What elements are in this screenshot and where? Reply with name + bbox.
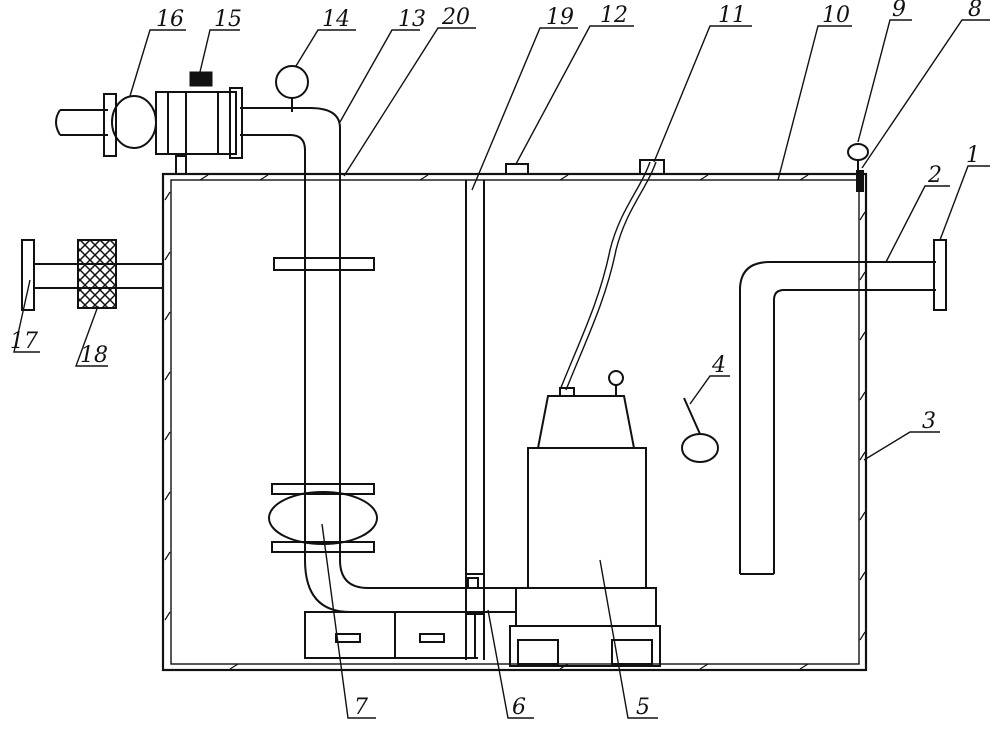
label-6: 6 xyxy=(512,695,526,720)
part-9-lifting-ring xyxy=(847,143,869,161)
label-13: 13 xyxy=(398,7,426,32)
label-16: 16 xyxy=(156,7,184,32)
label-8: 8 xyxy=(968,0,982,22)
label-20: 20 xyxy=(441,5,470,30)
tank-inner-wall xyxy=(170,179,860,665)
part-12-cap xyxy=(505,163,529,175)
outlet-assembly xyxy=(55,65,309,175)
label-1: 1 xyxy=(966,143,980,168)
label-17: 17 xyxy=(10,329,38,354)
label-9: 9 xyxy=(892,0,906,22)
label-11: 11 xyxy=(718,3,746,28)
part-16-gate-valve xyxy=(111,95,157,149)
label-7: 7 xyxy=(354,695,368,720)
label-2: 2 xyxy=(927,163,942,188)
label-4: 4 xyxy=(711,353,726,378)
left-vent-pipe xyxy=(21,239,163,311)
tank-outer-wall xyxy=(161,172,868,672)
tank-wall-hatching xyxy=(164,174,866,670)
part-18-filter xyxy=(77,239,117,309)
part-6-pump-outlet xyxy=(465,573,485,615)
part-4-float-switch xyxy=(681,397,719,463)
label-19: 19 xyxy=(546,5,574,30)
power-cable xyxy=(559,161,651,391)
part-13-discharge-pipe xyxy=(240,107,470,613)
label-10: 10 xyxy=(822,3,850,28)
part-17-flange xyxy=(21,239,35,311)
part-1-inlet-flange xyxy=(933,239,947,311)
label-5: 5 xyxy=(636,695,650,720)
label-18: 18 xyxy=(80,343,108,368)
part-7-check-valve xyxy=(268,491,378,545)
label-3: 3 xyxy=(922,409,936,434)
part-11-cable-gland xyxy=(639,159,665,175)
label-12: 12 xyxy=(600,3,628,28)
part-14-pressure-gauge xyxy=(275,65,309,99)
base-frame xyxy=(304,611,478,659)
part-15-flowmeter xyxy=(167,91,237,155)
pipe-flange xyxy=(273,257,375,271)
label-15: 15 xyxy=(214,7,242,32)
part-8-vent xyxy=(856,170,864,192)
leader-lines xyxy=(13,19,990,719)
label-14: 14 xyxy=(322,7,350,32)
callout-labels: 1 2 3 4 5 6 7 8 9 10 11 12 13 14 15 16 1… xyxy=(10,0,982,720)
